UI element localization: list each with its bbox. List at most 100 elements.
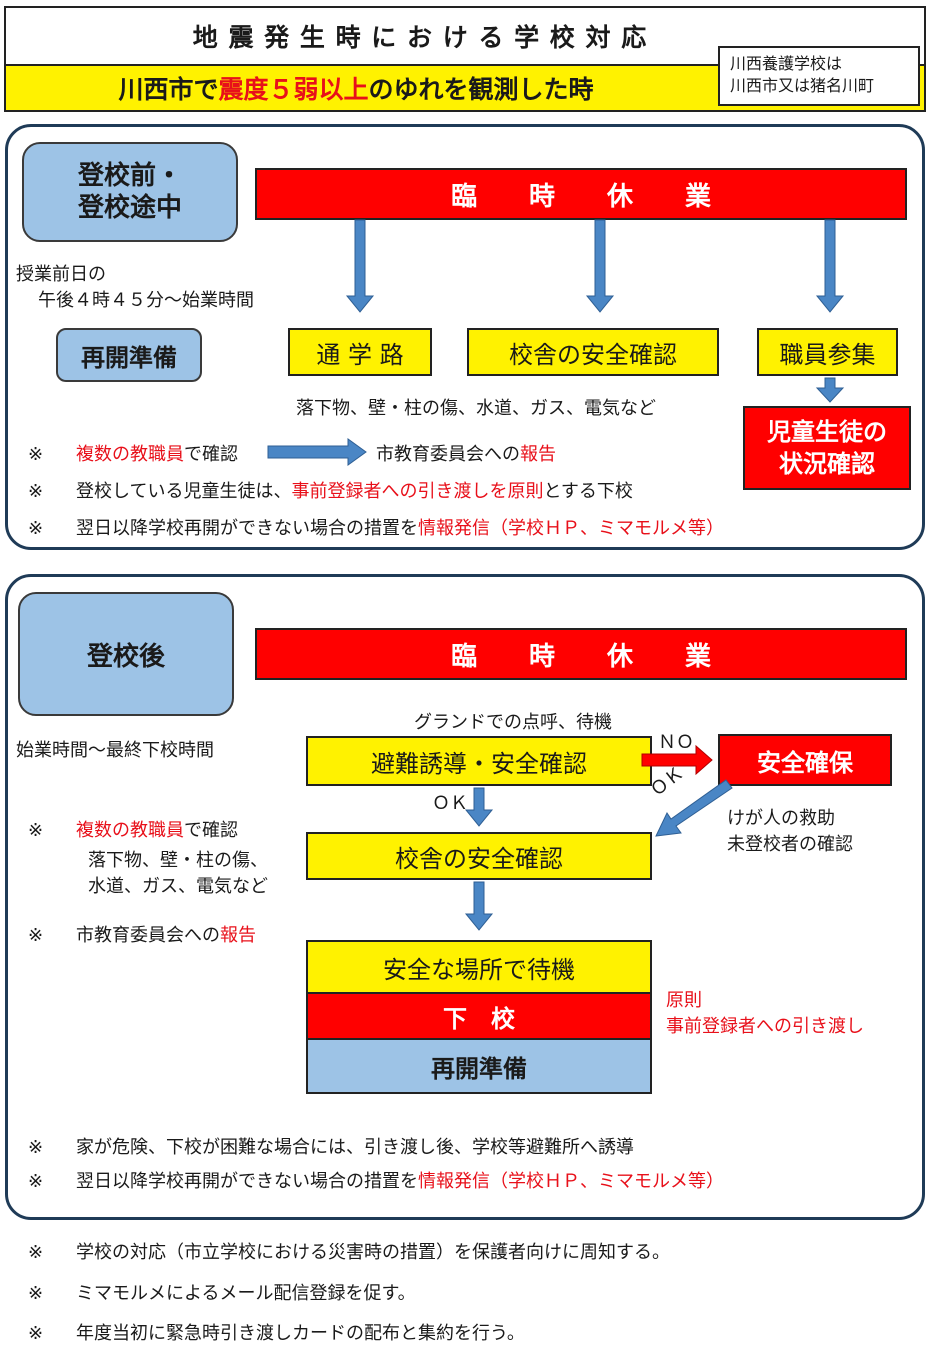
label-no: ＮＯ bbox=[658, 732, 694, 753]
header-condition: 川西市で震度５弱以上のゆれを観測した時 bbox=[6, 70, 706, 106]
note-report-prefix: 市教育委員会への bbox=[76, 925, 220, 946]
box-evacuation-check-text: 避難誘導・安全確認 bbox=[371, 749, 587, 778]
note3-info: 情報発信（学校ＨＰ、ミマモルメ等） bbox=[418, 518, 724, 539]
condition-prefix: 川西市で bbox=[118, 75, 219, 104]
note4-prefix: 翌日以降学校再開ができない場合の措置を bbox=[76, 1171, 418, 1192]
rescue-line2: 未登校者の確認 bbox=[727, 834, 853, 855]
principle-line2: 事前登録者への引き渡し bbox=[666, 1016, 864, 1037]
box-resume-prep: 再開準備 bbox=[308, 1040, 650, 1092]
arrow-closure-to-staff bbox=[815, 219, 845, 313]
arrow-confirm-to-report bbox=[267, 438, 367, 466]
box-ensure-safety-text: 安全確保 bbox=[757, 748, 853, 777]
arrow-safety-ok-to-building bbox=[655, 779, 733, 837]
note-report-prefix: 市教育委員会への bbox=[376, 444, 520, 465]
arrow-closure-to-building bbox=[585, 219, 615, 313]
section1-time-line2: 午後４時４５分～始業時間 bbox=[38, 290, 254, 311]
note-mark: ※ bbox=[28, 925, 44, 946]
footer-note-1-text: 学校の対応（市立学校における災害時の措置）を保護者向けに周知する。 bbox=[76, 1242, 670, 1263]
side-note-line2: 川西市又は猪名川町 bbox=[730, 76, 875, 95]
arrow-evac-ok-to-building bbox=[464, 787, 494, 827]
box-building-check-1: 校舎の安全確認 bbox=[467, 328, 719, 376]
student-check-line2: 状況確認 bbox=[779, 450, 875, 478]
section2-damage-note: 落下物、壁・柱の傷、 水道、ガス、電気など bbox=[88, 848, 268, 900]
note-mark: ※ bbox=[28, 444, 44, 465]
box-ensure-safety: 安全確保 bbox=[718, 734, 892, 786]
condition-intensity: 震度５弱以上 bbox=[218, 75, 369, 104]
note-confirm: で確認 bbox=[184, 820, 238, 841]
note-mark: ※ bbox=[28, 1242, 44, 1263]
box-wait-safe-place: 安全な場所で待機 bbox=[308, 942, 650, 992]
section1-time: 授業前日の 午後４時４５分～始業時間 bbox=[16, 262, 254, 314]
box-staff-assembly: 職員参集 bbox=[757, 328, 898, 376]
note-mark: ※ bbox=[28, 481, 44, 502]
section1-note-3: ※ 翌日以降学校再開ができない場合の措置を情報発信（学校ＨＰ、ミマモルメ等） bbox=[28, 514, 724, 540]
note-multiple-staff: 複数の教職員 bbox=[76, 820, 184, 841]
note-report: 報告 bbox=[520, 444, 556, 465]
section1-note-2: ※ 登校している児童生徒は、事前登録者への引き渡しを原則とする下校 bbox=[28, 477, 633, 503]
note-report: 報告 bbox=[220, 925, 256, 946]
header: 地 震 発 生 時 に お け る 学 校 対 応 川西市で震度５弱以上のゆれを… bbox=[4, 6, 926, 112]
section1-label: 登校前・ 登校途中 bbox=[22, 142, 238, 242]
section2-assembly-note: グランドでの点呼、待機 bbox=[414, 712, 612, 733]
section2-label: 登校後 bbox=[18, 592, 234, 716]
note-mark: ※ bbox=[28, 1283, 44, 1304]
section1-resume-label: 再開準備 bbox=[56, 328, 202, 382]
note3-prefix: 翌日以降学校再開ができない場合の措置を bbox=[76, 518, 418, 539]
box-commute-route-text: 通 学 路 bbox=[316, 340, 404, 369]
box-resume-prep-text: 再開準備 bbox=[431, 1054, 527, 1083]
footer-note-2: ※ミマモルメによるメール配信登録を促す。 bbox=[28, 1279, 416, 1305]
footer-note-3: ※ 年度当初に緊急時引き渡しカードの配布と集約を行う。 bbox=[28, 1319, 525, 1345]
section1-time-line1: 授業前日の bbox=[16, 264, 106, 285]
section1-closure-band: 臨 時 休 業 bbox=[255, 168, 907, 220]
rescue-note: けが人の救助 未登校者の確認 bbox=[727, 806, 853, 858]
footer-note-3-text: 年度当初に緊急時引き渡しカードの配布と集約を行う。 bbox=[76, 1323, 525, 1344]
section2-note-3: ※家が危険、下校が困難な場合には、引き渡し後、学校等避難所へ誘導 bbox=[28, 1133, 634, 1159]
principle-line1: 原則 bbox=[666, 990, 702, 1011]
arrow-evac-no-to-safety bbox=[641, 744, 713, 776]
rescue-line1: けが人の救助 bbox=[727, 808, 835, 829]
box-building-check-2-text: 校舎の安全確認 bbox=[395, 844, 563, 873]
note4-info: 情報発信（学校ＨＰ、ミマモルメ等） bbox=[418, 1171, 724, 1192]
section2-note-1: ※ 複数の教職員で確認 bbox=[28, 816, 238, 842]
section2-label-text: 登校後 bbox=[86, 641, 165, 672]
condition-suffix: のゆれを観測した時 bbox=[368, 75, 594, 104]
note-mark: ※ bbox=[28, 1323, 44, 1344]
student-check-line1: 児童生徒の bbox=[767, 418, 887, 446]
section2-note-4: ※ 翌日以降学校再開ができない場合の措置を情報発信（学校ＨＰ、ミマモルメ等） bbox=[28, 1167, 724, 1193]
note-mark: ※ bbox=[28, 518, 44, 539]
principle-note: 原則 事前登録者への引き渡し bbox=[666, 988, 864, 1040]
box-student-status-check: 児童生徒の 状況確認 bbox=[743, 406, 911, 490]
note-mark: ※ bbox=[28, 820, 44, 841]
note-mark: ※ bbox=[28, 1171, 44, 1192]
note2-suffix: とする下校 bbox=[543, 481, 633, 502]
note-confirm: で確認 bbox=[184, 444, 238, 465]
box-wait-safe-place-text: 安全な場所で待機 bbox=[383, 955, 575, 984]
section1-label-line1: 登校前・ bbox=[77, 161, 182, 191]
section1-note-1-report: 市教育委員会への報告 bbox=[376, 440, 556, 466]
footer-note-1: ※ 学校の対応（市立学校における災害時の措置）を保護者向けに周知する。 bbox=[28, 1238, 670, 1264]
box-dismissal-text: 下 校 bbox=[443, 1004, 515, 1033]
note2-principle: 事前登録者への引き渡しを原則 bbox=[291, 481, 544, 502]
section2-closure-text: 臨 時 休 業 bbox=[450, 641, 711, 672]
arrow-building-to-wait bbox=[464, 881, 494, 931]
section2-damage-line1: 落下物、壁・柱の傷、 bbox=[88, 850, 268, 871]
dismissal-stack: 安全な場所で待機 下 校 再開準備 bbox=[306, 940, 652, 1094]
section1-damage-note: 落下物、壁・柱の傷、水道、ガス、電気など bbox=[296, 398, 656, 419]
section1-closure-text: 臨 時 休 業 bbox=[450, 181, 711, 212]
section2-note-2: ※ 市教育委員会への報告 bbox=[28, 921, 256, 947]
section-after-school bbox=[5, 574, 925, 1220]
box-building-check-2: 校舎の安全確認 bbox=[306, 832, 652, 880]
box-staff-assembly-text: 職員参集 bbox=[779, 340, 876, 369]
note3-text: 家が危険、下校が困難な場合には、引き渡し後、学校等避難所へ誘導 bbox=[76, 1137, 634, 1158]
box-dismissal: 下 校 bbox=[308, 992, 650, 1040]
section1-note-1: ※ 複数の教職員で確認 bbox=[28, 440, 238, 466]
arrow-staff-to-student-check bbox=[815, 377, 845, 403]
section1-label-line2: 登校途中 bbox=[77, 193, 182, 223]
section2-damage-line2: 水道、ガス、電気など bbox=[88, 876, 268, 897]
section2-time-range: 始業時間～最終下校時間 bbox=[16, 740, 214, 761]
section2-closure-band: 臨 時 休 業 bbox=[255, 628, 907, 680]
header-side-note: 川西養護学校は 川西市又は猪名川町 bbox=[718, 46, 920, 106]
note-multiple-staff: 複数の教職員 bbox=[76, 444, 184, 465]
note2-prefix: 登校している児童生徒は、 bbox=[76, 481, 292, 502]
